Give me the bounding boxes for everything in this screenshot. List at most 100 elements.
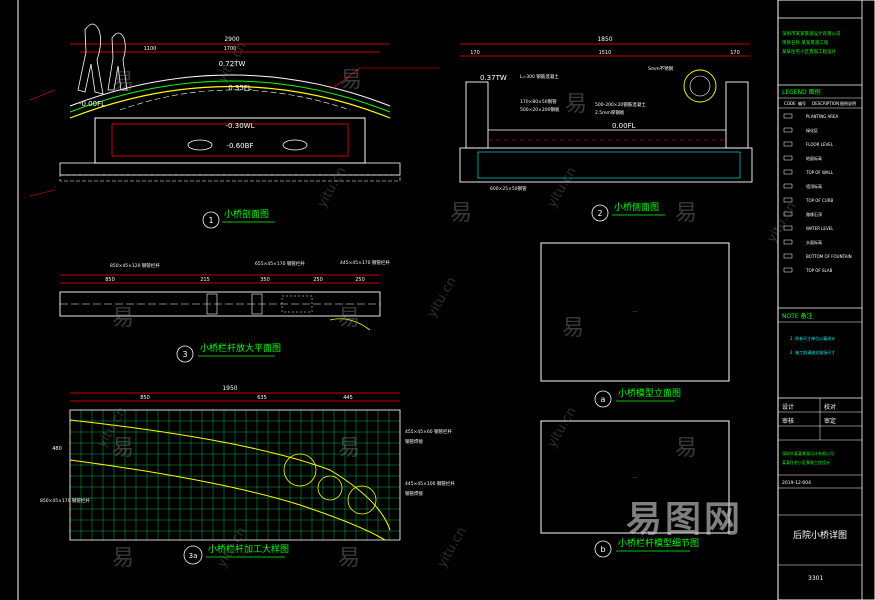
level-top-tw: 0.72TW [219,60,246,68]
legend-swatch [783,183,793,189]
signature-label: 审核 [782,417,794,425]
side-note: 500-200×20钢筋混凝土 [595,101,646,108]
dim-detail-b: 635 [257,395,267,401]
sheet-border [17,0,779,600]
legend-col: 编号 [798,100,806,106]
model-elevation-b: … b 小桥栏杆模型细节图 [540,420,730,558]
elevB-title: 小桥栏杆模型细节图 [618,537,699,549]
dim-side-c: 170 [730,50,740,56]
company-line: 深圳市某某景观设计有限公司 [782,30,841,37]
section1-number: 1 [208,216,213,225]
level-side-top: 0.37TW [480,74,507,82]
section2-number: 2 [597,209,602,218]
dim-plan: 350 [260,277,270,283]
level-water: -0.30WL [226,122,255,130]
bridge-section-view: 2900 1100 1700 0.72TW 0.35FL -0.00FL -0.… [29,23,440,229]
detail-note: 445×45×100 钢管栏杆 [405,480,455,487]
detail-note: 455×45×60 钢管栏杆 [405,428,453,435]
side-note: 600×25×50钢管 [490,185,527,192]
titleblock-border [777,0,875,600]
legend-item: TOP OF SLAB [805,268,833,273]
legend-swatch [783,197,793,203]
legend-swatch [783,169,793,175]
legend-item: WATER LEVEL [806,226,834,231]
dim-mid: 1700 [224,46,237,52]
note-line: 2. 施工前请核对现场尺寸 [790,349,835,355]
detail-note: 钢管焊接 [405,438,423,445]
legend-swatch [783,127,793,133]
legend-item: TOP OF CURB [805,198,833,203]
model-elevation-a: … a 小桥模型立面图 [540,242,730,408]
level-bottom: -0.60BF [227,142,254,150]
legend-item: 路缘石顶 [806,211,822,217]
legend-swatch [783,267,793,273]
title-block: 深圳市某某景观设计有限公司 项目名称 某某景观工程 某某住宅小区景观工程设计 L… [778,17,862,582]
legend-item: PLANTING AREA [806,114,838,119]
dim-side-total: 1850 [597,36,612,43]
elevA-number: a [601,395,606,404]
dim-left: 1100 [144,46,157,52]
company-line: 某某住宅小区景观工程设计 [782,48,836,55]
bridge-side-view: 1850 1510 170 170 0.37TW 0.00FL L=300 钢筋… [459,36,753,222]
legend-item: 绿化区 [806,127,818,133]
detail-note: 850×45×170 钢管栏杆 [40,497,90,504]
legend-item: 墙顶标高 [806,183,822,189]
plan3-number: 3 [182,350,187,359]
note-line: 1. 所有尺寸单位以毫米计 [790,335,835,341]
plan-note: 655×45×170 钢管栏杆 [255,260,305,267]
level-side-fl: 0.00FL [612,122,636,130]
legend-swatch [783,113,793,119]
dim-plan: 250 [313,277,323,283]
detail-note: 钢管焊接 [405,490,423,497]
dim-plan: 250 [355,277,365,283]
sheet-title: 后院小桥详图 [793,529,847,541]
level-side-fl: -0.00FL [79,100,105,108]
legend-col: 图例说明 [840,100,856,106]
section2-title: 小桥侧面图 [614,201,659,213]
svg-text:…: … [633,474,637,479]
dim-detail-total: 1950 [222,385,237,392]
dim-detail-h: 480 [52,446,62,452]
signature-label: 审定 [824,417,836,425]
legend-swatch [783,211,793,217]
signature-label: 校对 [824,403,836,411]
legend-item: TOP OF WALL [805,170,834,175]
plan-note: 445×45×170 钢管栏杆 [340,259,390,266]
plan3-title: 小桥栏杆放大平面图 [200,342,281,354]
legend-item: 地面标高 [806,155,822,161]
legend-col: DESCRIPTION [812,101,839,106]
side-note: Smm不锈钢 [648,65,674,72]
dim-side-a: 170 [470,50,480,56]
dim-side-b: 1510 [599,50,612,56]
detail3a-number: 3a [189,552,198,560]
legend-swatch [783,141,793,147]
dim-total: 2900 [224,36,239,43]
side-note: 2.5mm厚钢板 [595,109,625,116]
dim-detail-a: 850 [140,395,150,401]
legend-item: 水面标高 [806,239,822,245]
railing-plan-view: 850 215 350 250 250 850×45×120 钢管栏杆 655×… [59,259,390,363]
elevB-number: b [600,545,605,554]
legend-swatch [783,155,793,161]
side-note: L=300 钢筋混凝土 [520,73,559,80]
note-header: NOTE 备注 [782,312,813,320]
svg-text:…: … [633,308,637,313]
section1-title: 小桥剖面图 [224,208,269,220]
dim-plan: 850 [105,277,115,283]
company-line: 项目名称 某某景观工程 [782,39,829,46]
legend-item: FLOOR LEVEL [806,142,834,147]
legend-header: LEGEND 图例 [782,88,821,96]
signature-label: 设计 [782,403,794,411]
legend-swatch [783,225,793,231]
plan-note: 850×45×120 钢管栏杆 [110,262,160,269]
legend-item: BOTTOM OF FOUNTAIN [806,254,852,259]
sheet-number: 3301 [808,575,823,582]
company-line: 某某住宅小区景观工程设计 [782,459,830,465]
side-note: 500×20×200钢板 [520,106,560,113]
elevA-title: 小桥模型立面图 [618,387,681,399]
detail-grid [69,409,401,540]
dim-detail-c: 445 [343,395,353,401]
legend-swatch [783,253,793,259]
legend-col: CODE [784,101,796,106]
